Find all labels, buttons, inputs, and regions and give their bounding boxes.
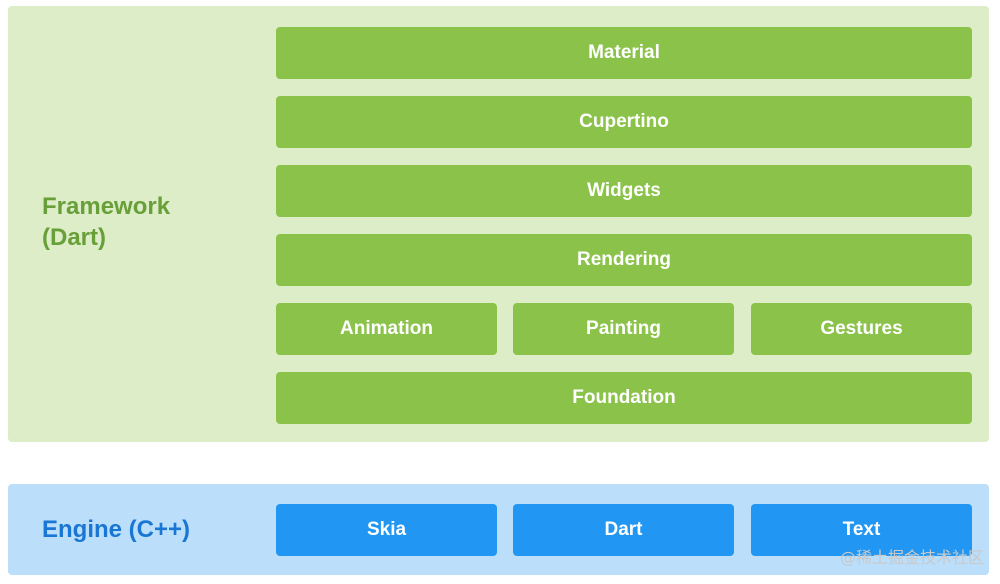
layer-foundation: Foundation xyxy=(276,372,972,424)
layer-widgets: Widgets xyxy=(276,165,972,217)
layer-animation: Animation xyxy=(276,303,497,355)
layer-gestures: Gestures xyxy=(751,303,972,355)
layer-material: Material xyxy=(276,27,972,79)
engine-skia: Skia xyxy=(276,504,497,556)
layer-painting: Painting xyxy=(513,303,734,355)
layer-rendering: Rendering xyxy=(276,234,972,286)
framework-label: Framework (Dart) xyxy=(42,193,171,251)
engine-label: Engine (C++) xyxy=(42,516,191,543)
layer-cupertino: Cupertino xyxy=(276,96,972,148)
watermark: @稀土掘金技术社区 xyxy=(839,548,984,567)
engine-dart: Dart xyxy=(513,504,734,556)
engine-text: Text xyxy=(751,504,972,556)
